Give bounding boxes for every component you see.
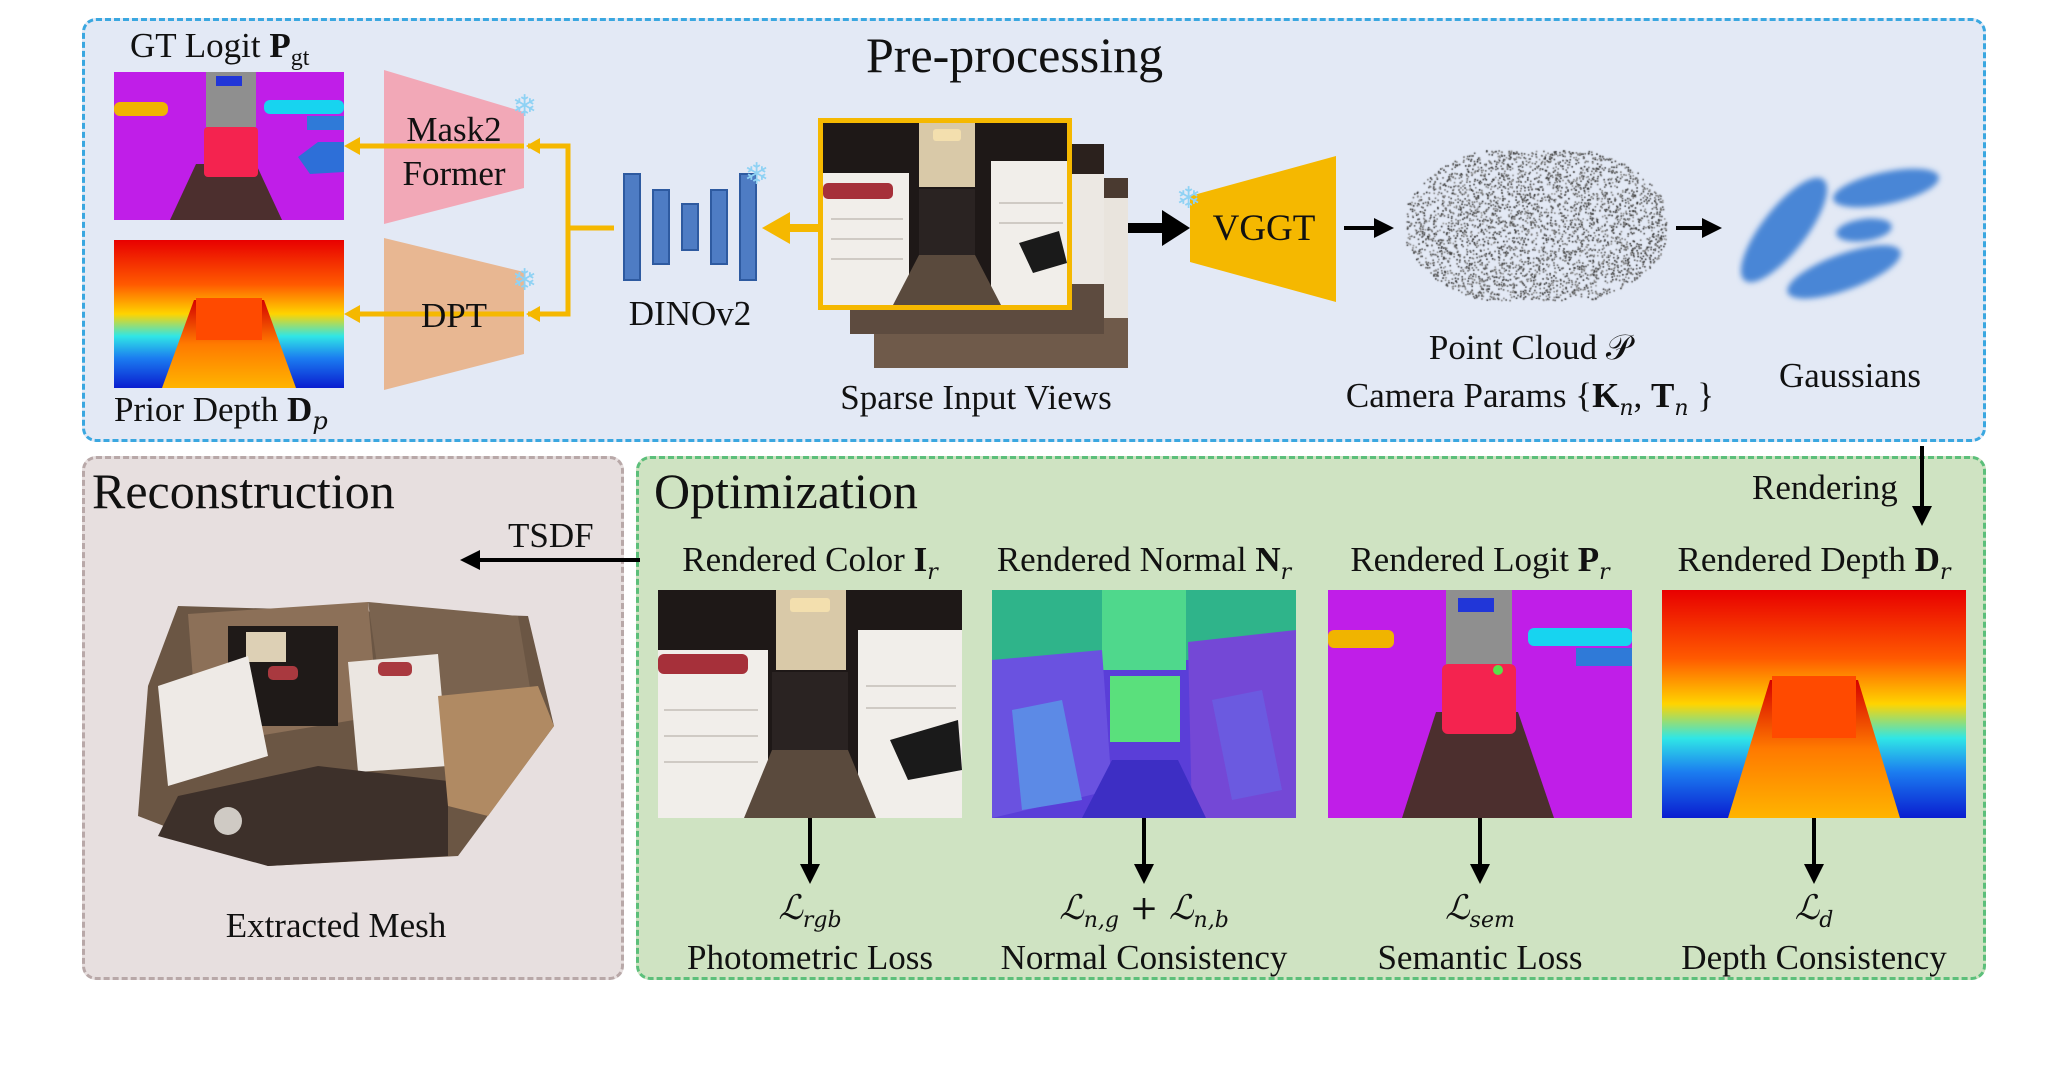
extracted-mesh-label: Extracted Mesh	[225, 906, 447, 945]
dinov2-bar-2	[652, 189, 670, 265]
snowflake-icon: ❄	[512, 89, 538, 124]
prior-depth-image	[114, 240, 344, 388]
gaussians-label: Gaussians	[1779, 356, 1921, 395]
tsdf-label: TSDF	[508, 516, 594, 555]
gt-logit-label: GT Logit Pgt	[130, 26, 310, 71]
dpt-label: DPT	[420, 296, 488, 335]
normal-consistency-label: Normal Consistency	[1000, 938, 1288, 977]
semantic-loss-symbol: ℒsem	[1445, 888, 1515, 933]
semantic-loss-label: Semantic Loss	[1377, 938, 1583, 977]
reconstruction-title: Reconstruction	[92, 463, 395, 519]
optimization-title: Optimization	[654, 463, 918, 519]
depth-consistency-label: Depth Consistency	[1681, 938, 1947, 977]
vggt-label: VGGT	[1212, 208, 1316, 249]
prior-depth-label: Prior Depth Dp	[114, 390, 328, 435]
gt-logit-image	[114, 72, 344, 220]
rendered-normal-label: Rendered Normal Nr	[996, 540, 1292, 585]
extracted-mesh-image	[118, 566, 558, 866]
rendered-logit-label: Rendered Logit Pr	[1350, 540, 1610, 585]
rendered-normal-image	[992, 590, 1296, 818]
dinov2-bar-1	[623, 173, 641, 281]
rendered-depth-label: Rendered Depth Dr	[1677, 540, 1951, 585]
gaussians-image	[1736, 150, 1966, 320]
rendered-logit-image	[1328, 590, 1632, 818]
vggt-block	[1190, 156, 1336, 302]
dinov2-bar-5	[739, 173, 757, 281]
rendering-label: Rendering	[1752, 468, 1898, 507]
photometric-loss-label: Photometric Loss	[687, 938, 933, 977]
snowflake-icon: ❄	[744, 157, 770, 192]
preprocessing-title: Pre-processing	[866, 27, 1164, 83]
dinov2-label: DINOv2	[628, 294, 752, 333]
dinov2-bar-3	[681, 203, 699, 251]
input-view-1	[818, 118, 1072, 310]
camera-params-label: Camera Params {Kn, Tn }	[1345, 376, 1715, 421]
snowflake-icon: ❄	[512, 263, 538, 298]
mask2former-label: Mask2 Former	[402, 110, 506, 193]
point-cloud-label: Point Cloud 𝒫	[1428, 328, 1632, 367]
rendered-color-image	[658, 590, 962, 818]
dinov2-bar-4	[710, 189, 728, 265]
rendered-depth-image	[1662, 590, 1966, 818]
point-cloud-image	[1396, 130, 1676, 320]
normal-consistency-loss-symbol: ℒn,g + ℒn,b	[1059, 888, 1229, 933]
rendered-color-label: Rendered Color Ir	[682, 540, 938, 585]
depth-consistency-loss-symbol: ℒd	[1794, 888, 1834, 933]
sparse-input-views-label: Sparse Input Views	[840, 378, 1112, 417]
photometric-loss-symbol: ℒrgb	[778, 888, 842, 933]
snowflake-icon: ❄	[1176, 181, 1202, 216]
